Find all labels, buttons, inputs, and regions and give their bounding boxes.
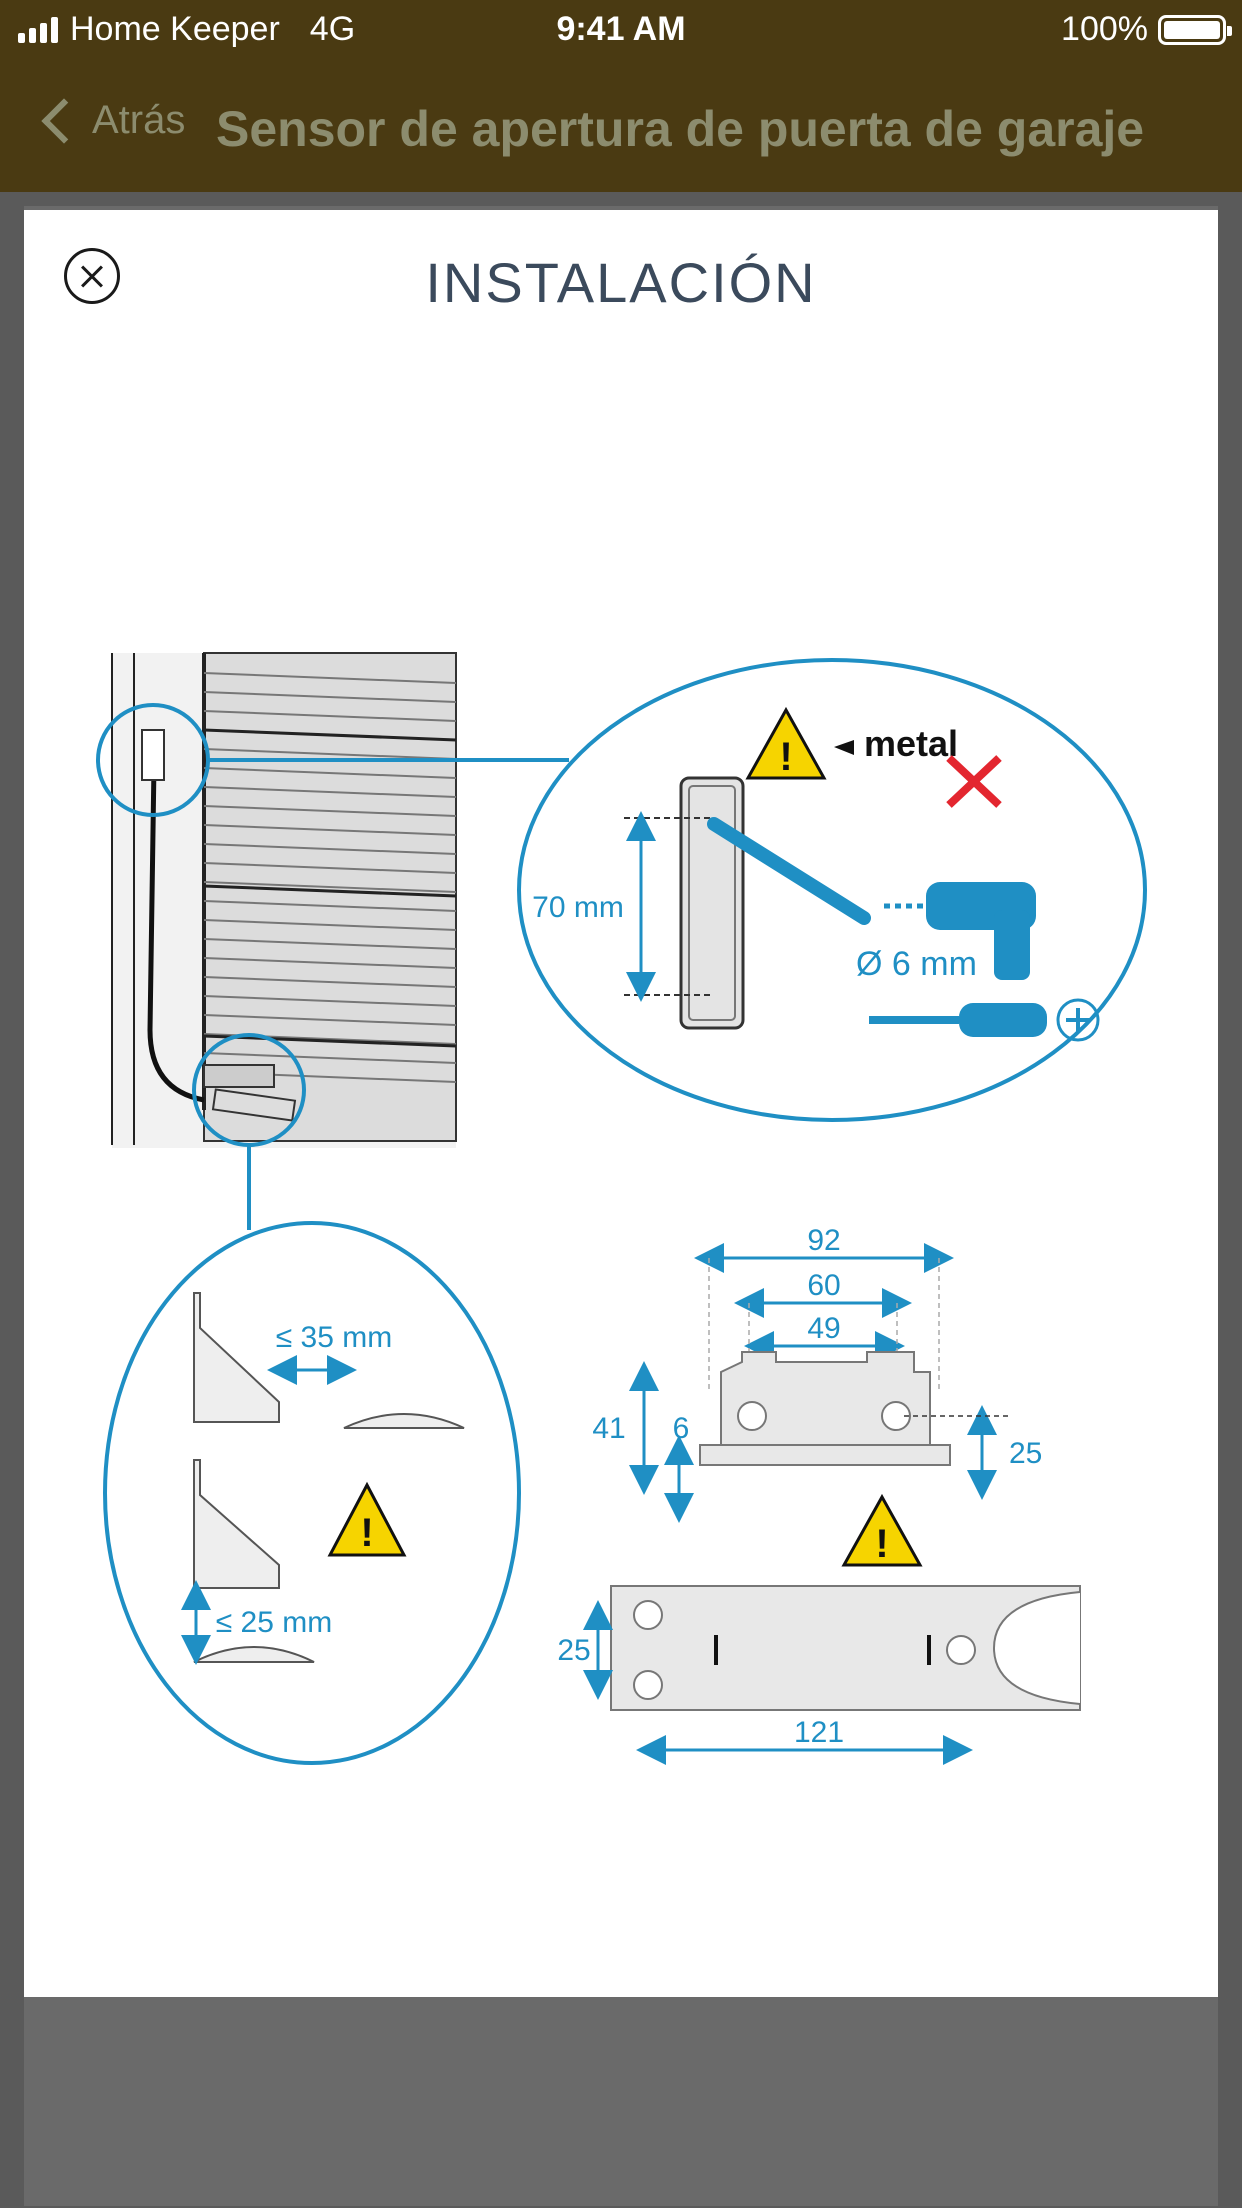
status-time: 9:41 AM [556, 10, 686, 48]
installation-modal: INSTALACIÓN [24, 210, 1218, 1997]
red-x-icon [946, 755, 1002, 808]
installation-diagram: 70 mm ! metal Ø 6 mm [96, 652, 1147, 1765]
warning-icon: ! [841, 1493, 923, 1567]
dim-25-left: 25 [557, 1634, 590, 1667]
carrier-label: Home Keeper [70, 10, 280, 48]
sensor-detail: 70 mm ! metal Ø 6 mm [517, 658, 1147, 1122]
chevron-left-icon [41, 97, 87, 144]
back-label: Atrás [92, 98, 186, 142]
svg-text:!: ! [875, 1522, 888, 1566]
gap-side-label: ≤ 35 mm [276, 1321, 392, 1354]
status-left: Home Keeper 4G [18, 10, 355, 49]
battery-icon [1158, 14, 1232, 45]
screwdriver-icon [869, 998, 1100, 1042]
metal-label: metal [864, 723, 958, 764]
dim-6: 6 [673, 1412, 690, 1445]
status-right: 100% [1061, 10, 1232, 49]
back-button[interactable]: Atrás [36, 97, 186, 144]
signal-icon [18, 16, 58, 43]
warning-icon: ! [327, 1481, 407, 1557]
nav-title: Sensor de apertura de puerta de garaje [216, 101, 1145, 157]
modal-title: INSTALACIÓN [425, 251, 817, 314]
dim-92: 92 [807, 1224, 840, 1257]
svg-text:!: ! [360, 1511, 373, 1555]
dim-41: 41 [592, 1412, 625, 1445]
pencil-icon [707, 817, 871, 925]
status-bar: Home Keeper 4G 9:41 AM 100% [0, 0, 1242, 64]
gap-bottom-label: ≤ 25 mm [216, 1606, 332, 1639]
nav-bar: Atrás Sensor de apertura de puerta de ga… [0, 64, 1242, 192]
svg-text:!: ! [779, 735, 792, 779]
magnet-spacing-detail: ≤ 35 mm ≤ 25 mm ! [103, 1221, 521, 1765]
battery-percent: 100% [1061, 10, 1148, 48]
close-button[interactable] [64, 248, 120, 304]
sensor-length-label: 70 mm [532, 891, 624, 924]
garage-door-illustration [96, 652, 457, 1148]
dim-25-right: 25 [1009, 1437, 1042, 1470]
drill-icon [884, 882, 1036, 980]
warning-icon: ! [745, 706, 827, 780]
dim-49: 49 [807, 1312, 840, 1345]
drill-size-label: Ø 6 mm [856, 945, 977, 983]
dim-60: 60 [807, 1269, 840, 1302]
dimension-drawing: 92 60 49 41 6 25 ! [557, 1224, 1081, 1765]
network-label: 4G [309, 10, 356, 48]
dim-121: 121 [794, 1716, 844, 1749]
